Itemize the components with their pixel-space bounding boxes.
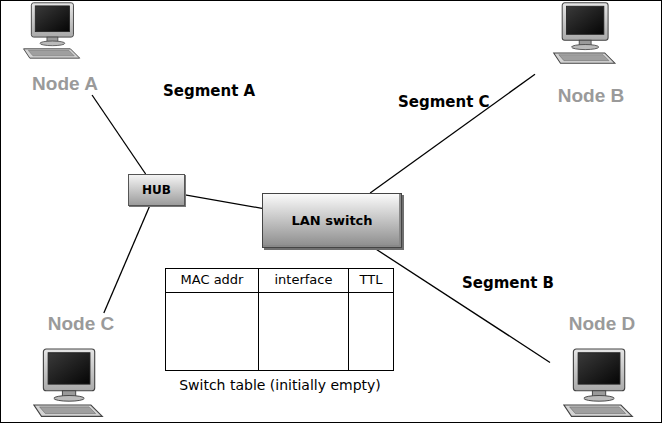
node-label: Node A bbox=[32, 73, 98, 95]
computer-icon bbox=[564, 349, 632, 416]
table-header: TTL bbox=[349, 272, 393, 287]
node-label: LAN switch bbox=[291, 213, 372, 228]
node-label: Node B bbox=[558, 85, 625, 107]
computer-node: Node C bbox=[25, 313, 137, 423]
table-caption: Switch table (initially empty) bbox=[140, 377, 420, 393]
network-link bbox=[370, 74, 535, 193]
computer-node: Node B bbox=[535, 5, 647, 107]
node-label: Node D bbox=[569, 313, 636, 335]
segment-label: Segment B bbox=[462, 274, 554, 292]
computer-icon bbox=[34, 349, 102, 416]
computer-node: Node A bbox=[12, 5, 118, 95]
node-label: HUB bbox=[142, 183, 171, 197]
table-header: MAC addr bbox=[166, 272, 258, 287]
network-link bbox=[104, 206, 150, 313]
node-label: Node C bbox=[48, 313, 115, 335]
network-link bbox=[92, 95, 146, 174]
computer-node: Node D bbox=[550, 313, 654, 423]
switch-box: LAN switch bbox=[262, 193, 402, 248]
hub-box: HUB bbox=[128, 174, 185, 206]
network-link bbox=[374, 248, 550, 362]
table-header: interface bbox=[259, 272, 348, 287]
segment-label: Segment C bbox=[398, 93, 490, 111]
switch-table-grid bbox=[166, 269, 394, 371]
segment-label: Segment A bbox=[163, 82, 255, 100]
computer-icon bbox=[554, 3, 615, 63]
computer-icon bbox=[24, 3, 80, 58]
network-link bbox=[185, 195, 262, 208]
